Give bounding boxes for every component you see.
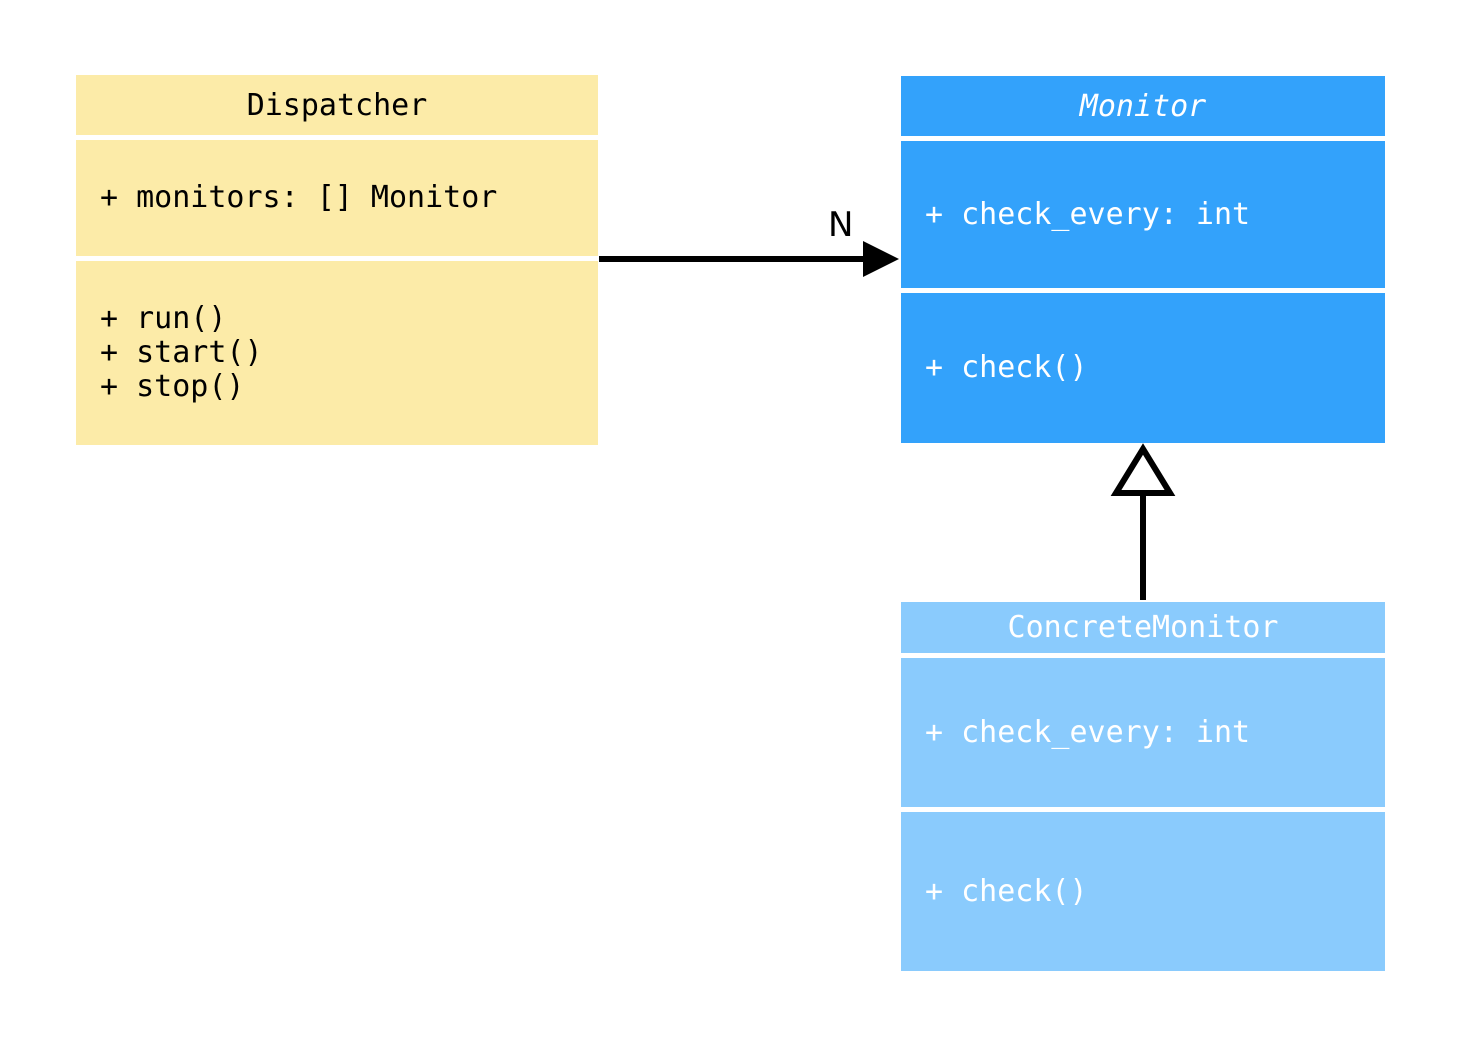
operation-run: + run() <box>100 301 227 337</box>
generalization-arrowhead-hollow-triangle <box>1110 443 1176 496</box>
class-attributes-compartment-monitor: + check_every: int <box>901 141 1385 288</box>
class-operations-compartment-dispatcher: + run() + start() + stop() <box>76 261 598 445</box>
class-box-monitor[interactable]: Monitor + check_every: int + check() <box>901 76 1385 443</box>
association-dispatcher-to-monitor <box>599 241 899 277</box>
class-operations-compartment-monitor: + check() <box>901 293 1385 443</box>
association-multiplicity-label: N <box>828 205 854 245</box>
class-box-concrete-monitor[interactable]: ConcreteMonitor + check_every: int + che… <box>901 602 1385 971</box>
class-attributes-compartment-dispatcher: + monitors: [] Monitor <box>76 140 598 256</box>
operation-check: + check() <box>925 350 1088 386</box>
operation-check: + check() <box>925 873 1088 909</box>
class-title-compartment-monitor: Monitor <box>901 76 1385 136</box>
association-arrowhead-filled-triangle <box>863 241 899 277</box>
class-title-compartment-concrete-monitor: ConcreteMonitor <box>901 602 1385 653</box>
attribute-check-every: + check_every: int <box>925 196 1251 232</box>
attribute-check-every: + check_every: int <box>925 714 1251 750</box>
class-operations-compartment-concrete-monitor: + check() <box>901 812 1385 971</box>
attribute-monitors: + monitors: [] Monitor <box>100 180 498 216</box>
class-name-dispatcher: Dispatcher <box>246 87 428 123</box>
operation-start: + start() <box>100 335 263 371</box>
class-attributes-compartment-concrete-monitor: + check_every: int <box>901 658 1385 807</box>
class-title-compartment-dispatcher: Dispatcher <box>76 75 598 135</box>
class-name-concrete-monitor: ConcreteMonitor <box>1007 610 1279 645</box>
class-name-monitor: Monitor <box>1079 88 1207 124</box>
operation-stop: + stop() <box>100 368 245 404</box>
class-box-dispatcher[interactable]: Dispatcher + monitors: [] Monitor + run(… <box>76 75 598 445</box>
generalization-concrete-monitor-to-monitor <box>1110 443 1176 600</box>
